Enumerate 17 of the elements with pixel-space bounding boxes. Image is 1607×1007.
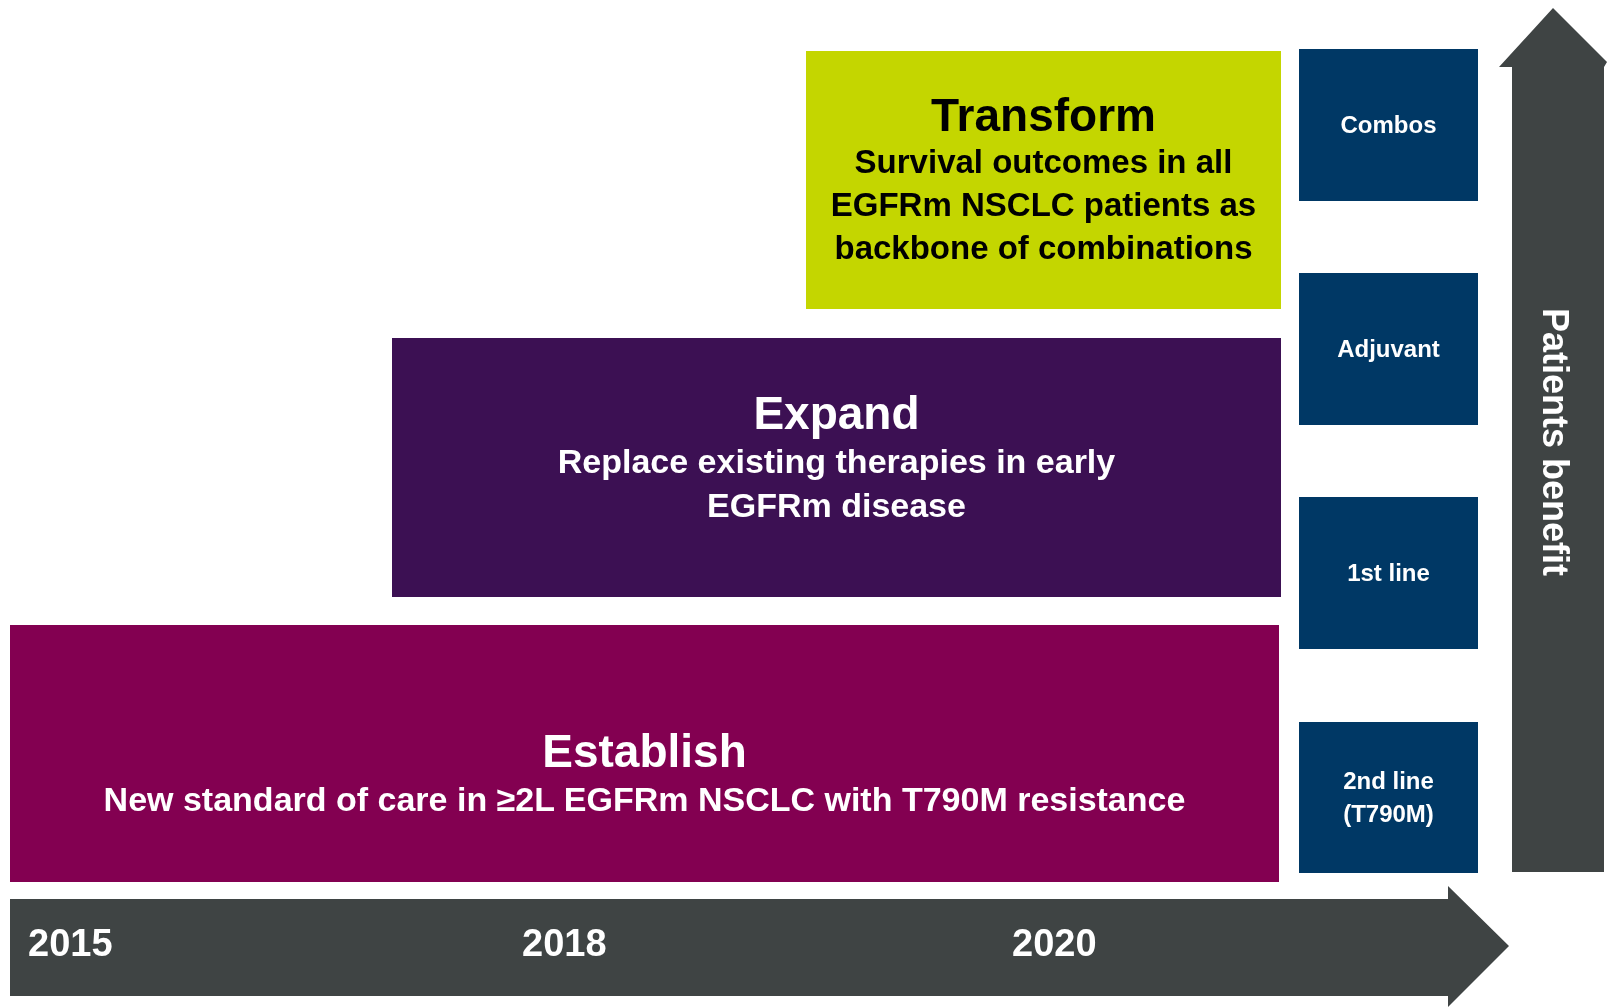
year-label: 2018 (522, 924, 607, 962)
year-label: 2020 (1012, 924, 1097, 962)
phase-heading: Expand (753, 388, 920, 439)
phase-heading: Transform (931, 90, 1156, 141)
treatment-line-label: 2nd line (T790M) (1342, 766, 1435, 829)
phase-box (806, 51, 1281, 309)
treatment-line-label: Combos (1340, 109, 1437, 140)
phase-box (392, 338, 1281, 597)
treatment-line-label: Adjuvant (1337, 333, 1440, 364)
treatment-line-label: 1st line (1347, 557, 1430, 588)
year-label: 2015 (28, 924, 113, 962)
phase-description: Survival outcomes in all EGFRm NSCLC patients as backbone of combinations (829, 141, 1258, 268)
phase-box (10, 625, 1279, 882)
phase-description: Replace existing therapies in early EGFRm disease (556, 440, 1117, 526)
arrow-label: Patients benefit (1534, 308, 1578, 577)
phase-heading: Establish (542, 726, 747, 777)
phase-description: New standard of care in ≥2L EGFRm NSCLC with T790M resistance (103, 778, 1186, 820)
